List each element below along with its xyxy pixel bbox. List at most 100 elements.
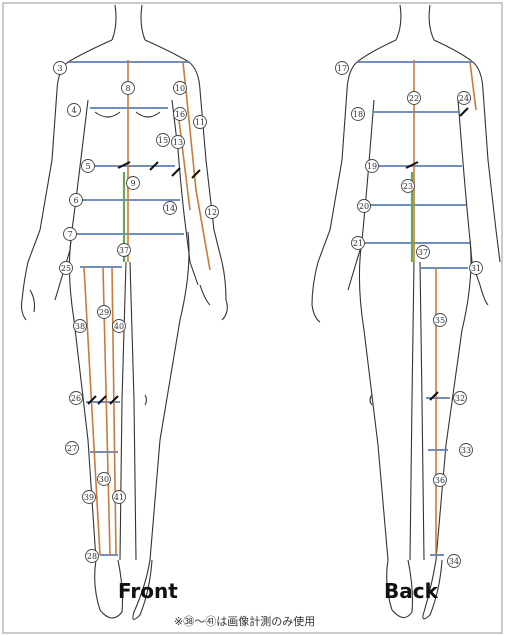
marker-m39: 39: [83, 491, 96, 504]
marker-number: 28: [87, 552, 97, 561]
marker-m5: 5: [82, 160, 95, 173]
front-right-hand: [200, 285, 227, 320]
marker-number: 37: [418, 248, 428, 257]
marker-number: 39: [84, 493, 94, 502]
front-knee-mark: [145, 395, 147, 405]
marker-number: 22: [409, 94, 419, 103]
back-arm-line: [470, 62, 476, 110]
marker-m16: 16: [174, 108, 187, 121]
marker-m11: 11: [194, 116, 207, 129]
marker-number: 33: [461, 446, 471, 455]
marker-number: 17: [337, 64, 347, 73]
front-upper-arm-line: [178, 112, 190, 210]
marker-m37: 37: [118, 244, 131, 257]
back-left-hand: [312, 305, 320, 322]
marker-number: 9: [130, 179, 135, 188]
front-inseam-line: [112, 267, 116, 555]
marker-number: 35: [435, 316, 445, 325]
marker-m27: 27: [66, 442, 79, 455]
diagram-frame: [3, 3, 502, 633]
marker-number: 21: [353, 239, 363, 248]
marker-m41: 41: [113, 491, 126, 504]
marker-m33: 33: [460, 444, 473, 457]
marker-number: 34: [449, 557, 459, 566]
back-right-torso: [458, 100, 480, 285]
marker-m37b: 37: [417, 246, 430, 259]
marker-m10: 10: [174, 82, 187, 95]
marker-number: 10: [175, 84, 185, 93]
marker-m12: 12: [206, 206, 219, 219]
marker-m17: 17: [336, 62, 349, 75]
marker-m18: 18: [352, 108, 365, 121]
marker-number: 32: [455, 394, 465, 403]
marker-m40: 40: [113, 320, 126, 333]
marker-m22: 22: [408, 92, 421, 105]
back-horizontal-lines: [357, 62, 473, 555]
back-figure: [312, 5, 500, 619]
front-inner-legs: [120, 262, 136, 560]
marker-m6: 6: [70, 194, 83, 207]
marker-number: 20: [359, 202, 369, 211]
marker-number: 24: [459, 94, 469, 103]
marker-number: 7: [67, 230, 72, 239]
marker-number: 37: [119, 246, 129, 255]
marker-number: 38: [75, 322, 85, 331]
marker-number: 27: [67, 444, 77, 453]
marker-m25: 25: [60, 262, 73, 275]
marker-m15: 15: [157, 134, 170, 147]
marker-m7: 7: [64, 228, 77, 241]
marker-m26: 26: [70, 392, 83, 405]
marker-m4: 4: [68, 104, 81, 117]
marker-number: 14: [165, 204, 175, 213]
front-right-leg: [133, 232, 189, 619]
marker-m35: 35: [434, 314, 447, 327]
front-left-hand: [22, 290, 35, 320]
back-left-arm-outer: [312, 40, 396, 305]
front-figure: [22, 5, 228, 619]
back-inner-legs: [410, 262, 424, 560]
back-right-arm-outer: [434, 40, 500, 262]
marker-m13: 13: [172, 136, 185, 149]
marker-m36: 36: [434, 474, 447, 487]
marker-number: 18: [353, 110, 363, 119]
front-label: Front: [118, 579, 178, 603]
marker-m38: 38: [74, 320, 87, 333]
marker-number: 40: [114, 322, 124, 331]
marker-number: 11: [195, 118, 205, 127]
marker-number: 8: [125, 84, 130, 93]
marker-m28: 28: [86, 550, 99, 563]
marker-number: 15: [158, 136, 168, 145]
marker-m24: 24: [458, 92, 471, 105]
marker-number: 6: [73, 196, 78, 205]
marker-number: 36: [435, 476, 445, 485]
marker-m29: 29: [98, 306, 111, 319]
marker-number: 16: [175, 110, 185, 119]
marker-m19: 19: [366, 160, 379, 173]
marker-m21: 21: [352, 237, 365, 250]
marker-m3: 3: [54, 62, 67, 75]
marker-m34: 34: [448, 555, 461, 568]
back-left-torso: [348, 100, 374, 290]
marker-number: 30: [99, 475, 109, 484]
marker-number: 41: [114, 493, 124, 502]
back-left-leg: [359, 240, 412, 618]
marker-number: 23: [403, 182, 413, 191]
front-neck-outline: [112, 5, 145, 40]
marker-number: 26: [71, 394, 81, 403]
marker-m31: 31: [470, 262, 483, 275]
back-right-hand: [480, 285, 488, 305]
marker-m8: 8: [122, 82, 135, 95]
back-label: Back: [384, 579, 439, 603]
front-right-torso: [172, 100, 198, 285]
marker-m14: 14: [164, 202, 177, 215]
marker-m23: 23: [402, 180, 415, 193]
marker-m9: 9: [127, 177, 140, 190]
marker-number: 29: [99, 308, 109, 317]
back-right-leg: [423, 240, 471, 619]
marker-number: 3: [57, 64, 62, 73]
marker-m20: 20: [358, 200, 371, 213]
measurement-markers: 3456789101112131415161718192021222324252…: [54, 62, 483, 568]
marker-number: 19: [367, 162, 377, 171]
marker-m32: 32: [454, 392, 467, 405]
